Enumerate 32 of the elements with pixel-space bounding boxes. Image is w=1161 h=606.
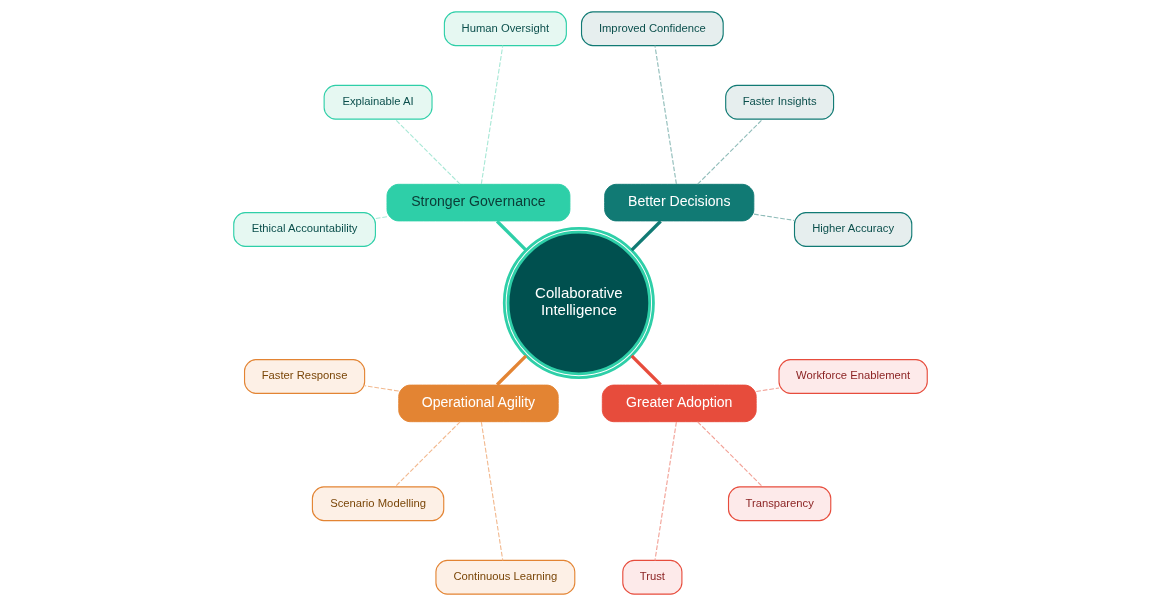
node-box: Faster Response bbox=[243, 359, 366, 394]
connector bbox=[654, 421, 677, 561]
connector bbox=[364, 385, 400, 392]
node-box: Workforce Enablement bbox=[778, 359, 928, 394]
node-box: Continuous Learning bbox=[435, 559, 576, 595]
node-box: Higher Accuracy bbox=[793, 212, 913, 247]
node-box: Faster Insights bbox=[725, 84, 835, 120]
node-box: Greater Adoption bbox=[601, 384, 757, 423]
connector bbox=[495, 220, 528, 252]
connector bbox=[394, 118, 461, 185]
node-box: Better Decisions bbox=[604, 183, 755, 222]
node-box: Transparency bbox=[727, 486, 832, 522]
connector bbox=[630, 354, 662, 386]
connector bbox=[753, 213, 795, 221]
connector bbox=[697, 118, 764, 185]
node-box: Stronger Governance bbox=[386, 183, 571, 222]
node-box: Scenario Modelling bbox=[311, 486, 445, 522]
node-box: Human Oversight bbox=[443, 11, 567, 47]
connector bbox=[374, 216, 388, 220]
connector bbox=[480, 421, 504, 561]
connector bbox=[480, 45, 504, 185]
connector bbox=[654, 45, 677, 185]
connector bbox=[630, 220, 662, 252]
node-box: Improved Confidence bbox=[580, 11, 724, 47]
node-box: Explainable AI bbox=[323, 84, 433, 120]
node-box: Trust bbox=[622, 559, 683, 595]
node-box: Operational Agility bbox=[398, 384, 559, 423]
connector bbox=[697, 421, 764, 488]
connector bbox=[755, 387, 780, 393]
connector bbox=[495, 354, 528, 386]
connector bbox=[394, 421, 461, 488]
node-box: Ethical Accountability bbox=[233, 212, 376, 247]
